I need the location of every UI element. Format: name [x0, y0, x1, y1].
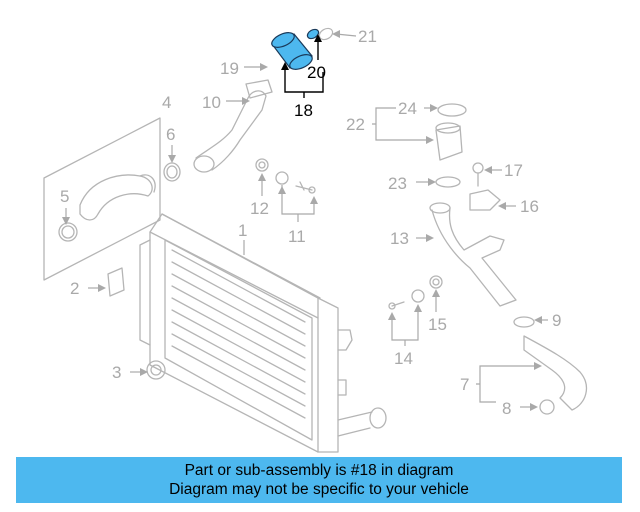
right-side-parts	[107, 103, 588, 415]
callout-21: 21	[358, 27, 377, 46]
callout-18: 18	[294, 101, 313, 120]
callout-16: 16	[520, 197, 539, 216]
callout-6: 6	[166, 125, 175, 144]
caption-bar: Part or sub-assembly is #18 in diagram D…	[16, 457, 622, 503]
part-18-hose-highlight	[271, 27, 334, 70]
callout-11: 11	[288, 227, 306, 246]
callout-4: 4	[162, 93, 171, 112]
callout-12: 12	[250, 199, 269, 218]
fasteners-11-12-part	[255, 158, 316, 194]
callout-14: 14	[394, 349, 413, 368]
callout-2: 2	[70, 279, 79, 298]
parts-diagram: 21 20 18 19 10 4 6 5 12 11 1 2 3 24 22 2…	[43, 27, 588, 453]
callout-8: 8	[502, 399, 511, 418]
callout-24: 24	[398, 99, 417, 118]
callout-15: 15	[428, 315, 447, 334]
callout-10: 10	[202, 93, 221, 112]
callout-19: 19	[220, 59, 239, 78]
callout-9: 9	[552, 311, 561, 330]
callout-5: 5	[60, 187, 69, 206]
callout-13: 13	[390, 229, 409, 248]
callout-22: 22	[346, 115, 365, 134]
callout-17: 17	[504, 161, 523, 180]
callout-7: 7	[460, 375, 469, 394]
caption-line-2: Diagram may not be specific to your vehi…	[169, 481, 469, 498]
callout-20: 20	[307, 63, 326, 82]
charge-pipe-10-part	[193, 79, 273, 173]
intercooler-part	[139, 213, 387, 453]
hose-group-part	[43, 117, 181, 281]
leader-lines	[62, 30, 548, 411]
callout-3: 3	[112, 363, 121, 382]
callout-23: 23	[388, 174, 407, 193]
callout-1: 1	[238, 221, 247, 240]
caption-line-1: Part or sub-assembly is #18 in diagram	[184, 462, 454, 479]
